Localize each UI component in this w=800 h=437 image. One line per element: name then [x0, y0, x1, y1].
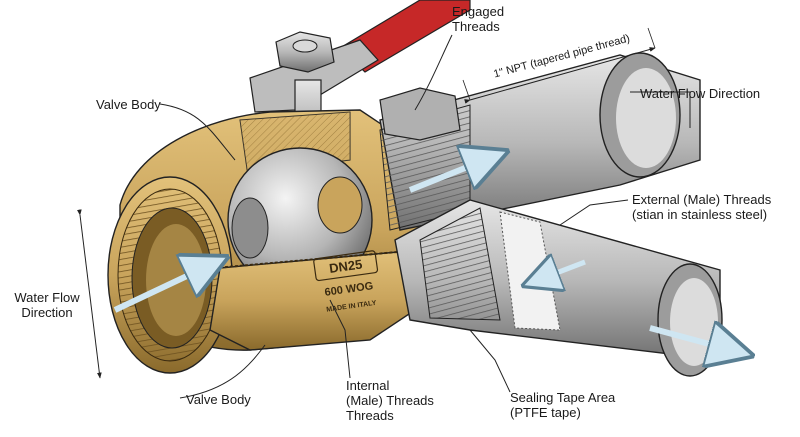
leader-external-threads: [559, 199, 629, 226]
label-internal-threads-line2: (Male) Threads: [346, 393, 434, 408]
label-valve-body-bottom: Valve Body: [186, 392, 251, 407]
label-engaged-threads-line1: Engaged: [452, 4, 505, 19]
leader-valve-body-top: [159, 103, 236, 161]
flow-arrow-inlet: [113, 258, 225, 313]
label-internal-threads-line1: Internal: [346, 378, 390, 393]
leader-valve-body-bottom: [179, 344, 266, 399]
label-water-flow-left: Water Flow Direction: [6, 290, 88, 320]
label-sealing-tape-line2: (PTFE tape): [510, 405, 581, 420]
label-sealing-tape: Sealing Tape Area (PTFE tape): [510, 390, 615, 420]
label-external-threads: External (Male) Threads (stian in stainl…: [632, 192, 771, 222]
leader-sealing-tape: [469, 329, 511, 393]
flow-arrows: [113, 152, 750, 355]
leader-engaged-threads: [414, 34, 453, 111]
handle-lever: [249, 0, 471, 113]
flow-arrow-outlet: [649, 328, 750, 355]
lower-pipe: [394, 199, 723, 377]
label-engaged-threads-line2: Threads: [452, 19, 500, 34]
label-internal-threads: Internal (Male) Threads Threads: [346, 378, 434, 423]
label-sealing-tape-line1: Sealing Tape Area: [510, 390, 616, 405]
stamp-size: DN25: [328, 256, 363, 275]
label-water-flow-right: Water Flow Direction: [640, 86, 761, 101]
leader-lines: [159, 34, 691, 399]
label-water-flow-left-line1: Water Flow: [14, 290, 80, 305]
label-internal-threads-line3: Threads: [346, 408, 394, 423]
flow-arrow-lower-pipe-back: [525, 262, 586, 285]
leader-internal-threads: [329, 299, 351, 379]
leader-water-flow-right: [630, 91, 691, 128]
label-water-flow-left-line2: Direction: [21, 305, 73, 320]
label-external-threads-line1: External (Male) Threads: [632, 192, 772, 207]
label-external-threads-line2: (stian in stainless steel): [632, 207, 768, 222]
inlet-dimension: [76, 209, 102, 379]
label-engaged-threads: Engaged Threads: [452, 4, 504, 34]
label-valve-body-top: Valve Body: [96, 97, 161, 112]
flow-arrow-upper-pipe: [408, 152, 505, 193]
npt-dimension: [462, 27, 656, 104]
